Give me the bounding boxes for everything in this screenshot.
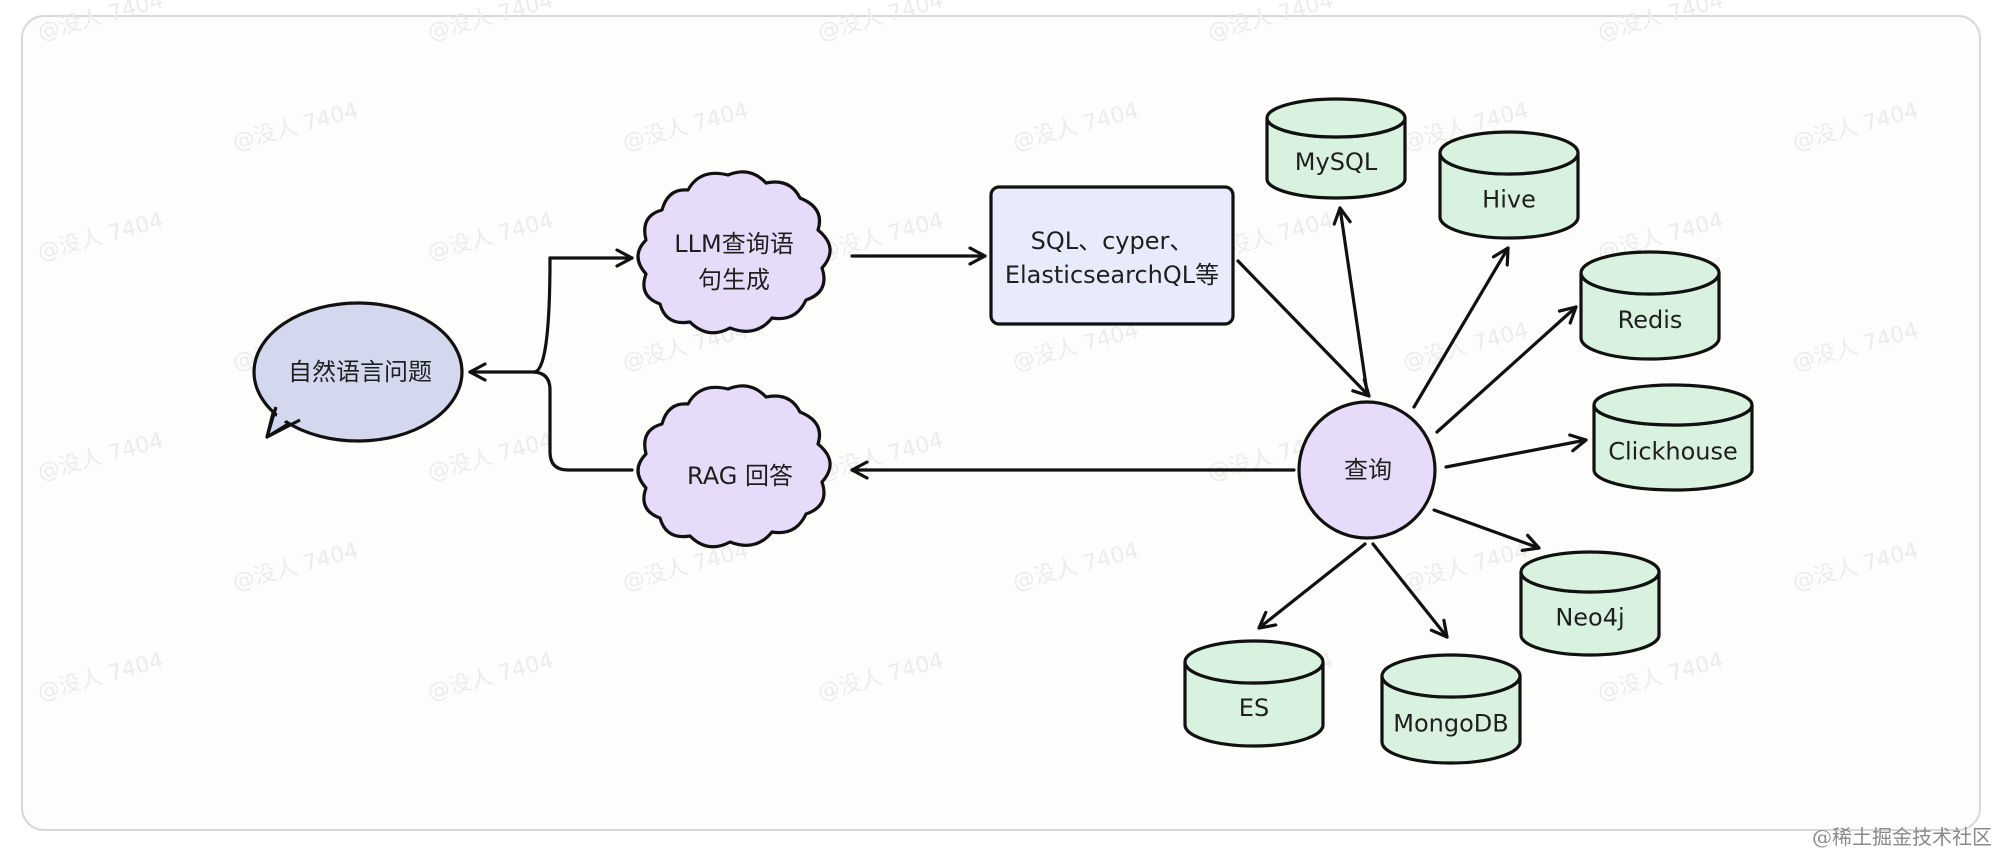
speech-bubble-body	[252, 301, 464, 443]
cylinder-top	[1579, 250, 1721, 296]
database-label: ES	[1239, 694, 1269, 722]
speech-bubble-tail-edge	[265, 406, 301, 439]
database-label: Hive	[1482, 186, 1536, 214]
database-label: Redis	[1618, 306, 1683, 334]
query-language-line-2: ElasticsearchQL等	[1005, 261, 1219, 289]
edge-branch-upper	[532, 256, 552, 374]
speech-bubble-tail-cover	[272, 405, 296, 432]
edge-hub-to-es	[1257, 542, 1367, 630]
question-label: 自然语言问题	[288, 358, 432, 386]
cylinder-top	[1183, 639, 1325, 685]
llm-gen-label-line-1: LLM查询语	[674, 230, 793, 258]
database-hive: Hive	[1438, 130, 1580, 240]
database-es: ES	[1183, 639, 1325, 748]
edge-hub-to-redis	[1435, 305, 1578, 434]
edge-hub-to-mysql	[1332, 206, 1369, 394]
cylinder-top	[1438, 130, 1580, 176]
database-redis: Redis	[1579, 250, 1721, 361]
query-language-node: SQL、cyper、 ElasticsearchQL等	[989, 185, 1235, 326]
query-language-line-1: SQL、cyper、	[1031, 227, 1194, 255]
database-mongodb: MongoDB	[1380, 653, 1522, 765]
database-label: MySQL	[1295, 148, 1378, 176]
natural-language-question-node: 自然语言问题	[252, 301, 464, 443]
llm-generation-node: LLM查询语 句生成	[636, 170, 832, 335]
edge-hub-to-clickhouse	[1444, 433, 1588, 469]
cloud-shape	[636, 170, 832, 335]
query-language-box	[989, 185, 1235, 326]
database-neo4j: Neo4j	[1519, 550, 1661, 657]
cloud-shape	[636, 384, 832, 549]
database-label: MongoDB	[1393, 710, 1508, 738]
query-hub-circle	[1297, 400, 1437, 540]
query-hub-label: 查询	[1344, 456, 1392, 484]
edge-rag-to-question	[468, 362, 634, 472]
edges	[468, 206, 1588, 639]
edge-querylang-to-hub	[1236, 259, 1371, 398]
edge-hub-to-neo4j	[1432, 508, 1541, 553]
cylinder-top	[1265, 97, 1407, 139]
rag-answer-node: RAG 回答	[636, 384, 832, 549]
database-label: Clickhouse	[1608, 438, 1738, 466]
cylinder-top	[1519, 550, 1661, 594]
cylinder-top	[1380, 653, 1522, 699]
llm-gen-label-line-2: 句生成	[698, 266, 770, 294]
database-label: Neo4j	[1555, 604, 1624, 632]
database-clickhouse: Clickhouse	[1592, 383, 1754, 492]
database-mysql: MySQL	[1265, 97, 1407, 200]
query-hub-node: 查询	[1297, 400, 1437, 540]
footer-attribution: @稀土掘金技术社区	[1812, 825, 1992, 849]
rag-answer-label: RAG 回答	[687, 462, 793, 490]
edge-hub-to-mongodb	[1371, 542, 1449, 639]
edge-hub-to-hive	[1412, 246, 1510, 409]
cylinder-top	[1592, 383, 1754, 427]
